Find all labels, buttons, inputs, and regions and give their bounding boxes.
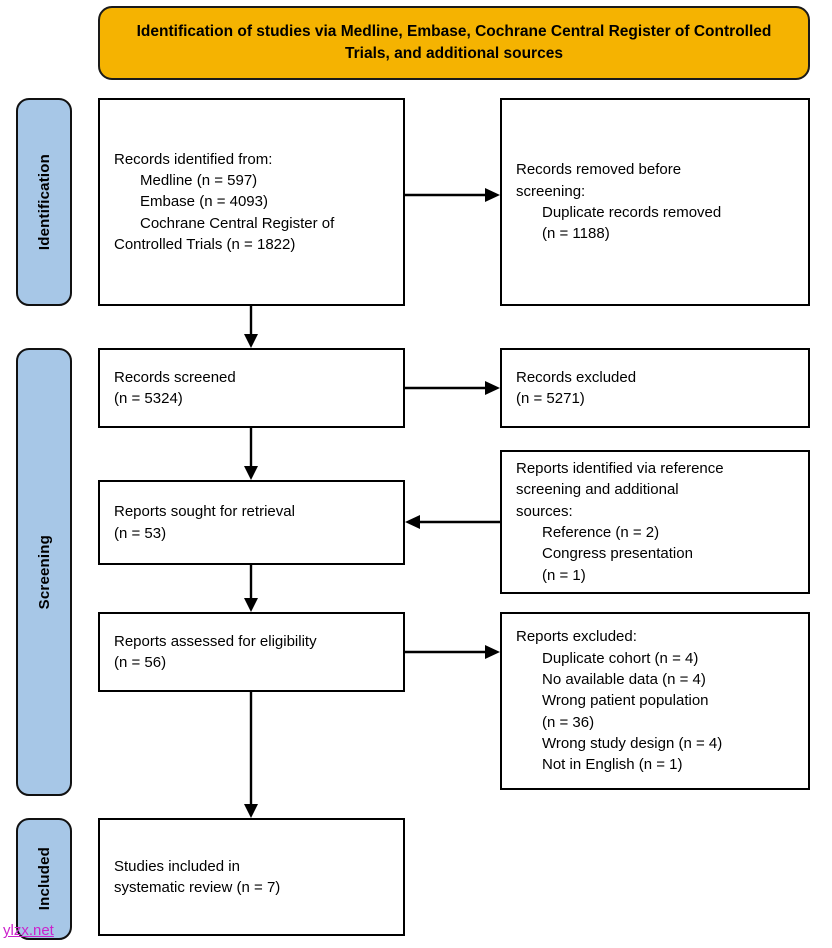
box-reports-sought: Reports sought for retrieval (n = 53) xyxy=(98,480,405,565)
arrow-screened-to-sought xyxy=(244,428,258,480)
reports-assessed-line-1: Reports assessed for eligibility xyxy=(114,632,317,650)
records-identified-line-2: Medline (n = 597) xyxy=(140,172,258,190)
watermark: ylzx.net xyxy=(3,922,54,939)
arrow-assessed-to-reports-excluded xyxy=(405,645,500,659)
records-excluded-line-1: Records excluded xyxy=(516,368,637,386)
reports-reference-line-1: Reports identified via reference xyxy=(516,460,724,478)
banner-title: Identification of studies via Medline, E… xyxy=(136,22,772,62)
reports-excluded-line-4: Wrong patient population xyxy=(542,692,709,710)
stage-label-identification: Identification xyxy=(16,98,72,306)
stage-label-included-text: Included xyxy=(35,847,53,911)
records-removed-line-4: (n = 1188) xyxy=(542,225,610,243)
records-screened-line-1: Records screened xyxy=(114,368,236,386)
records-identified-line-5: Controlled Trials (n = 1822) xyxy=(114,235,296,253)
reports-assessed-line-2: (n = 56) xyxy=(114,654,167,671)
stage-label-screening-text: Screening xyxy=(35,534,53,610)
box-reports-excluded: Reports excluded: Duplicate cohort (n = … xyxy=(500,612,810,790)
box-studies-included: Studies included in systematic review (n… xyxy=(98,818,405,936)
records-removed-line-1: Records removed before xyxy=(516,161,682,179)
reports-excluded-line-5: (n = 36) xyxy=(542,713,595,731)
records-removed-line-2: screening: xyxy=(516,182,586,200)
records-identified-line-3: Embase (n = 4093) xyxy=(140,193,268,211)
reports-excluded-line-1: Reports excluded: xyxy=(516,628,637,646)
box-records-identified: Records identified from: Medline (n = 59… xyxy=(98,98,405,306)
arrow-assessed-to-included xyxy=(244,692,258,818)
box-reports-assessed: Reports assessed for eligibility (n = 56… xyxy=(98,612,405,692)
box-records-screened: Records screened (n = 5324) xyxy=(98,348,405,428)
arrow-reference-to-sought xyxy=(405,515,500,529)
reports-excluded-line-2: Duplicate cohort (n = 4) xyxy=(542,649,699,667)
box-records-excluded: Records excluded (n = 5271) xyxy=(500,348,810,428)
reports-reference-line-2: screening and additional xyxy=(516,481,679,499)
stage-label-identification-text: Identification xyxy=(35,153,53,251)
reports-reference-line-5: Congress presentation xyxy=(542,545,693,563)
records-screened-line-2: (n = 5324) xyxy=(114,390,183,407)
records-identified-line-1: Records identified from: xyxy=(114,150,273,168)
arrow-sought-to-assessed xyxy=(244,565,258,612)
box-records-removed: Records removed before screening: Duplic… xyxy=(500,98,810,306)
arrow-screened-to-records-excluded xyxy=(405,381,500,395)
stage-label-included: Included xyxy=(16,818,72,940)
reports-excluded-line-7: Not in English (n = 1) xyxy=(542,756,683,774)
studies-included-line-1: Studies included in xyxy=(114,857,240,875)
arrow-identified-to-screened xyxy=(244,306,258,348)
studies-included-line-2: systematic review (n = 7) xyxy=(114,879,281,896)
reports-excluded-line-3: No available data (n = 4) xyxy=(542,671,706,689)
records-removed-line-3: Duplicate records removed xyxy=(542,204,722,221)
reports-reference-line-6: (n = 1) xyxy=(542,566,586,584)
records-excluded-line-2: (n = 5271) xyxy=(516,390,585,407)
arrow-identified-to-removed xyxy=(405,188,500,202)
reports-reference-line-4: Reference (n = 2) xyxy=(542,524,660,541)
records-identified-line-4: Cochrane Central Register of xyxy=(140,214,335,232)
reports-excluded-line-6: Wrong study design (n = 4) xyxy=(542,734,723,752)
reports-sought-line-2: (n = 53) xyxy=(114,524,167,542)
reports-sought-line-1: Reports sought for retrieval xyxy=(114,503,295,521)
reports-reference-line-3: sources: xyxy=(516,502,573,520)
stage-label-screening: Screening xyxy=(16,348,72,796)
diagram-header-banner: Identification of studies via Medline, E… xyxy=(98,6,810,80)
box-reports-identified-reference: Reports identified via reference screeni… xyxy=(500,450,810,594)
